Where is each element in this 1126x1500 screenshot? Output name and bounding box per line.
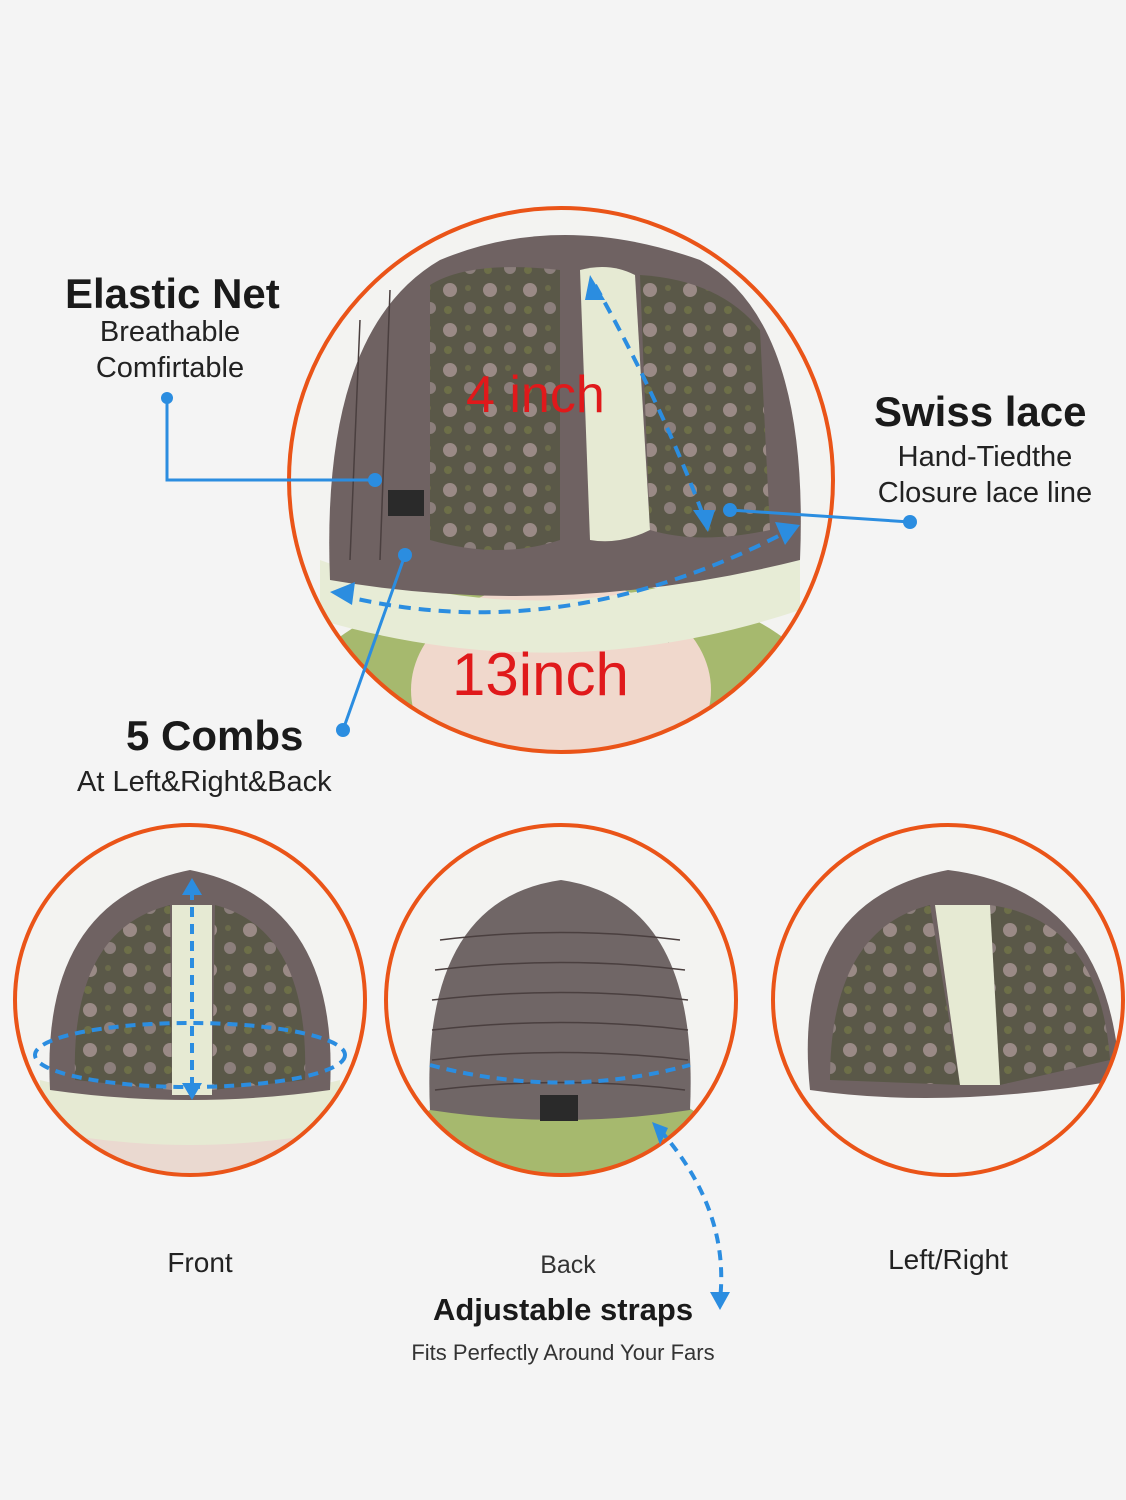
side-ring: [771, 823, 1125, 1177]
caption-side: Left/Right: [888, 1244, 1008, 1275]
measure-arrows: [339, 284, 791, 615]
back-cap-photo: [386, 825, 736, 1175]
back-arrows: [429, 1063, 724, 1301]
leader-dots: [161, 392, 917, 737]
caption-front: Front: [167, 1247, 233, 1278]
arrow-heads: [330, 275, 800, 605]
caption-back: Back: [540, 1251, 596, 1279]
measure-depth: 4 inch: [466, 366, 605, 424]
elastic-net-line2: Comfirtable: [95, 352, 245, 384]
back-ring: [384, 823, 738, 1177]
leader-lines: [165, 398, 911, 731]
swiss-lace-line2: Closure lace line: [877, 477, 1093, 509]
swiss-lace-line1: Hand-Tiedthe: [897, 441, 1073, 473]
measure-width: 13inch: [452, 641, 629, 708]
straps-title: Adjustable straps: [432, 1292, 694, 1327]
combs-title: 5 Combs: [126, 712, 304, 759]
side-cap-photo: [773, 825, 1123, 1175]
elastic-net-line1: Breathable: [99, 316, 241, 348]
front-arrows: [33, 890, 347, 1090]
straps-line1: Fits Perfectly Around Your Fars: [411, 1340, 715, 1365]
elastic-net-title: Elastic Net: [65, 270, 280, 317]
front-ring: [13, 823, 367, 1177]
combs-line1: At Left&Right&Back: [77, 766, 332, 798]
swiss-lace-title: Swiss lace: [874, 388, 1087, 435]
